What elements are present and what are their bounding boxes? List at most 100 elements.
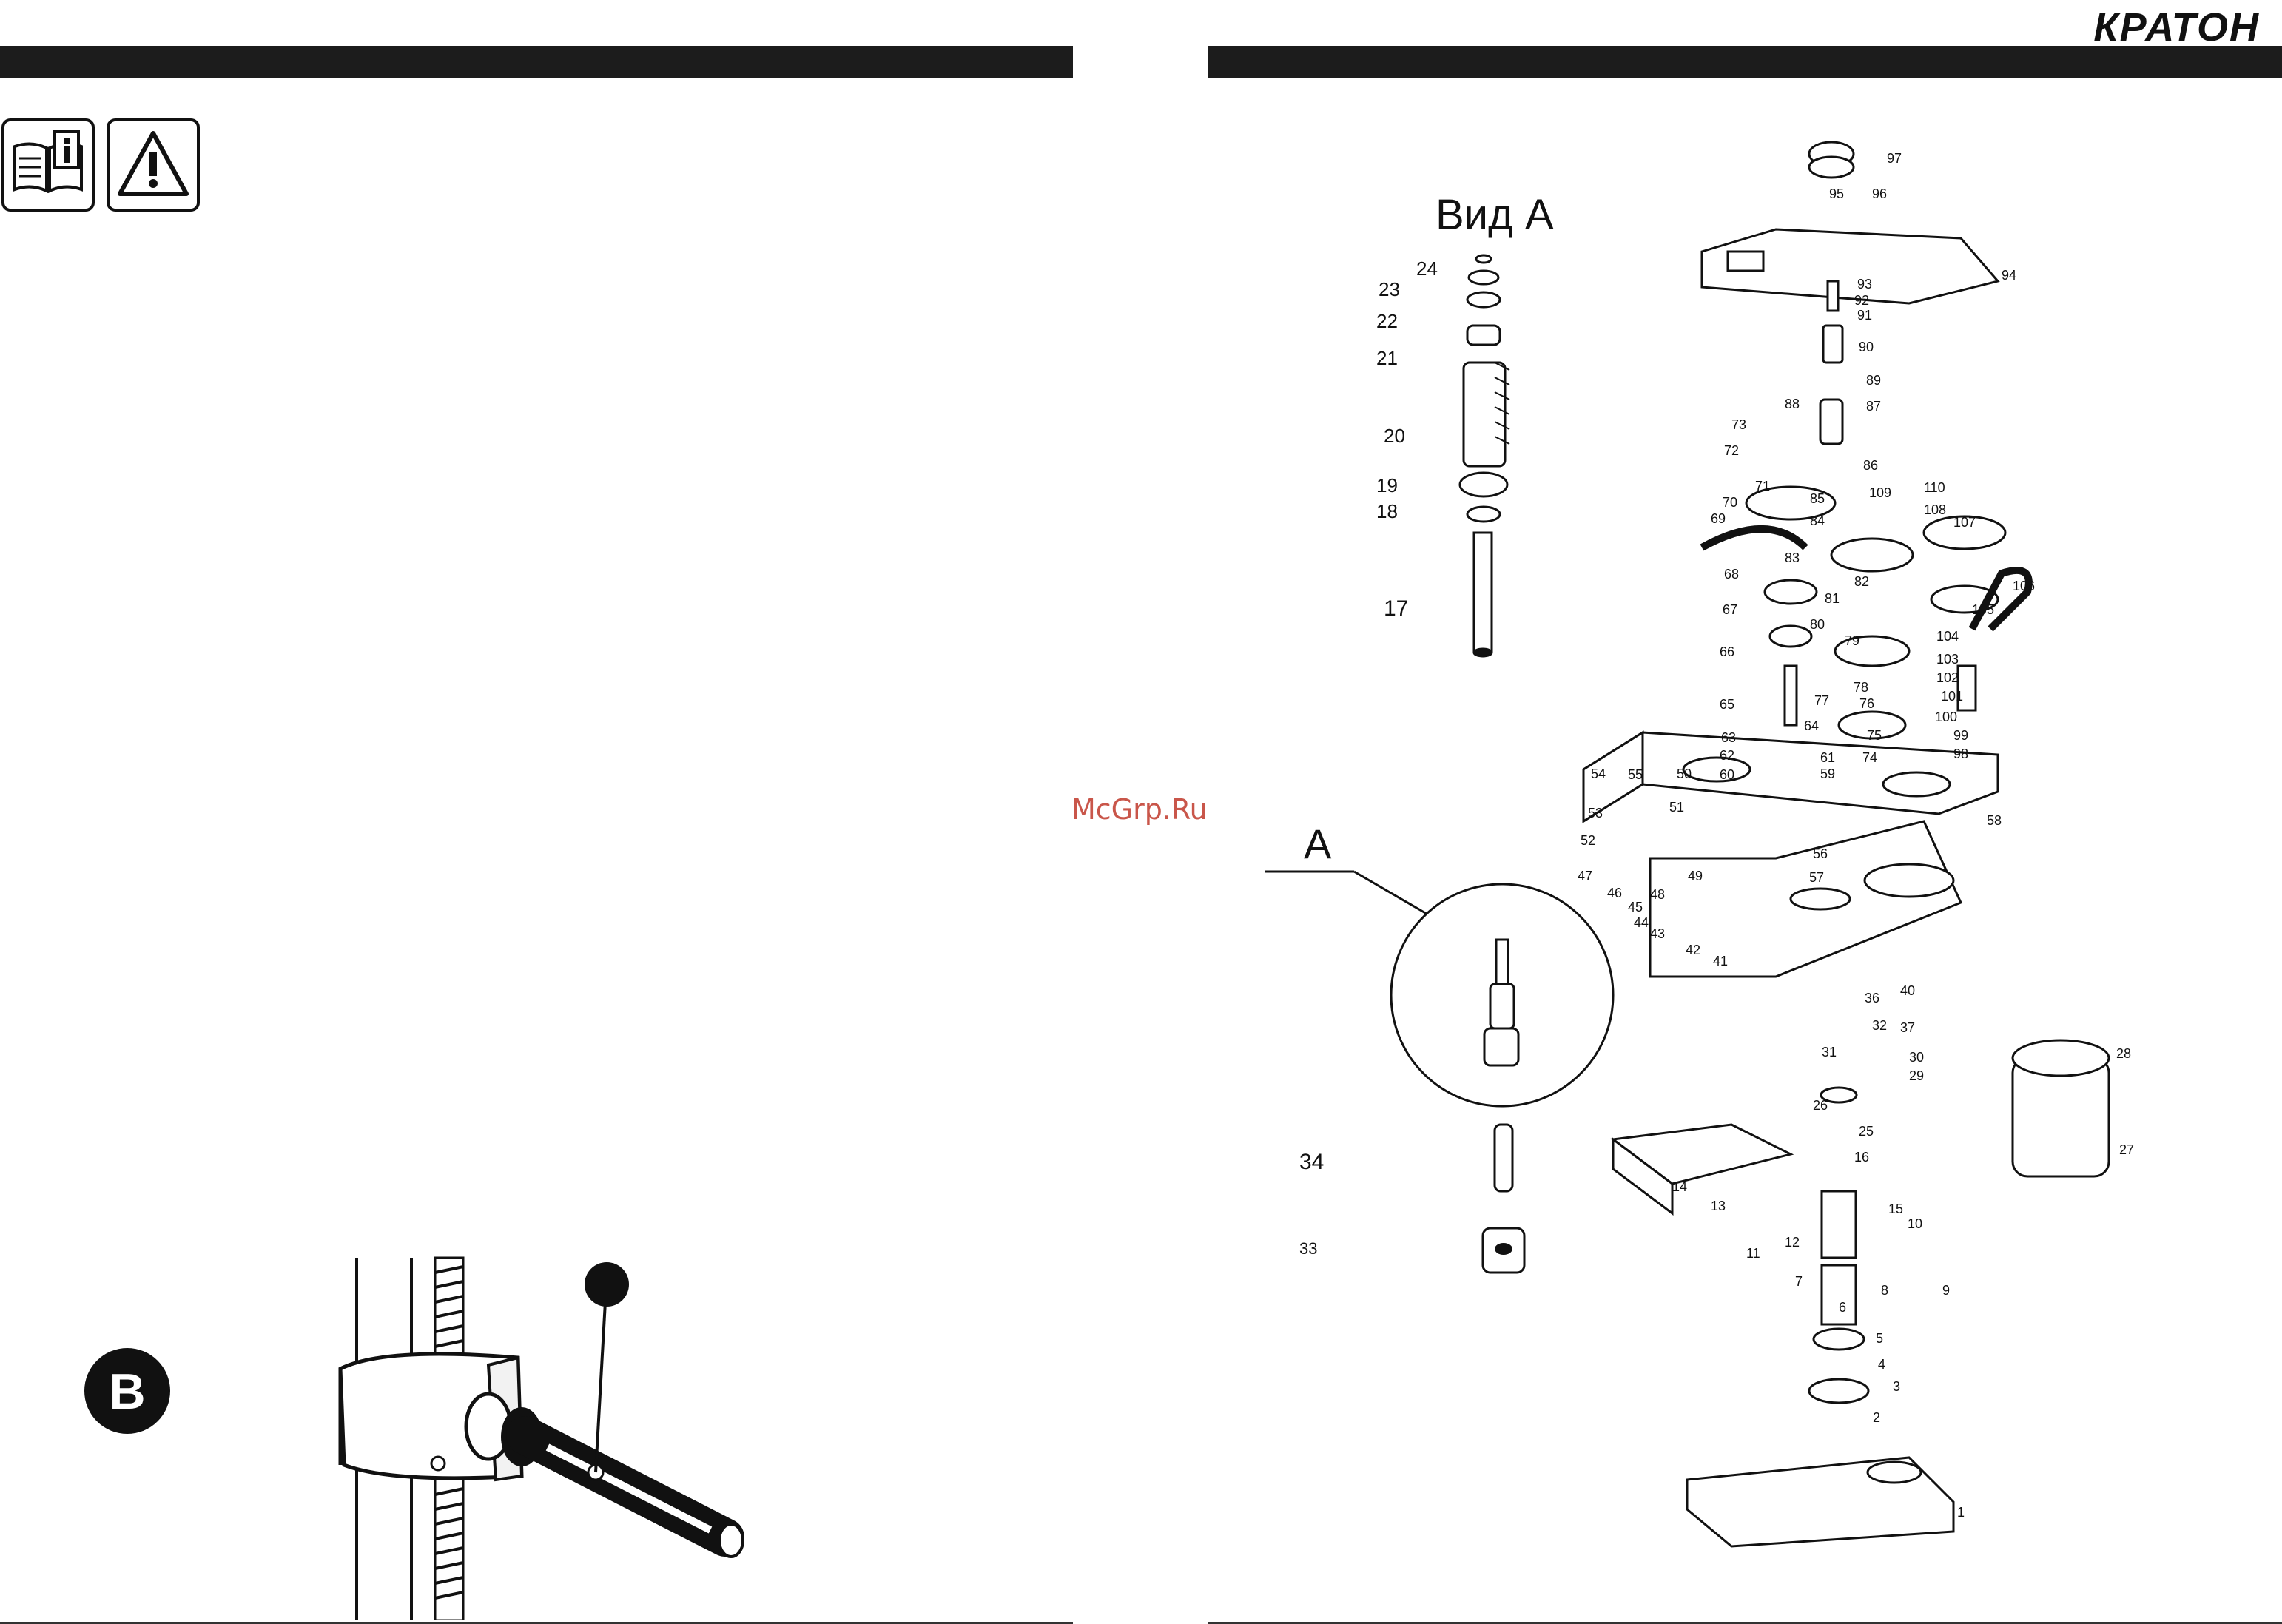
- right-header-bar: [1208, 46, 2282, 78]
- svg-text:57: 57: [1809, 870, 1824, 885]
- svg-text:15: 15: [1888, 1202, 1903, 1216]
- svg-text:55: 55: [1628, 767, 1643, 782]
- exploded-parts-diagram: Вид А A: [1265, 141, 2134, 1548]
- svg-text:40: 40: [1900, 983, 1915, 998]
- svg-text:58: 58: [1987, 813, 2002, 828]
- svg-text:27: 27: [2119, 1142, 2134, 1157]
- svg-text:42: 42: [1686, 943, 1700, 957]
- svg-text:81: 81: [1825, 591, 1840, 606]
- svg-text:68: 68: [1724, 567, 1739, 582]
- svg-text:59: 59: [1820, 766, 1835, 781]
- svg-text:46: 46: [1607, 886, 1622, 900]
- svg-text:87: 87: [1866, 399, 1881, 414]
- pointer-marker: [585, 1262, 629, 1307]
- svg-text:18: 18: [1376, 500, 1398, 522]
- svg-text:25: 25: [1859, 1124, 1874, 1139]
- svg-text:12: 12: [1785, 1235, 1800, 1250]
- svg-text:36: 36: [1865, 991, 1879, 1005]
- svg-text:45: 45: [1628, 900, 1643, 914]
- watermark-text: McGrp.Ru: [1071, 793, 1208, 826]
- svg-text:83: 83: [1785, 550, 1800, 565]
- svg-text:60: 60: [1720, 767, 1734, 782]
- svg-text:102: 102: [1936, 670, 1959, 685]
- svg-text:75: 75: [1867, 728, 1882, 743]
- svg-text:43: 43: [1650, 926, 1665, 941]
- svg-text:103: 103: [1936, 652, 1959, 667]
- svg-text:5: 5: [1876, 1331, 1883, 1346]
- svg-text:97: 97: [1887, 151, 1902, 166]
- svg-text:72: 72: [1724, 443, 1739, 458]
- svg-text:79: 79: [1845, 633, 1859, 648]
- svg-text:65: 65: [1720, 697, 1734, 712]
- svg-text:77: 77: [1814, 693, 1829, 708]
- svg-text:85: 85: [1810, 491, 1825, 506]
- svg-text:70: 70: [1723, 495, 1737, 510]
- svg-text:22: 22: [1376, 310, 1398, 332]
- svg-text:71: 71: [1755, 479, 1770, 493]
- svg-text:98: 98: [1953, 747, 1968, 761]
- svg-text:1: 1: [1957, 1505, 1965, 1520]
- svg-text:50: 50: [1677, 766, 1692, 781]
- svg-text:84: 84: [1810, 513, 1825, 528]
- svg-text:106: 106: [2013, 579, 2035, 593]
- svg-text:34: 34: [1299, 1150, 1324, 1174]
- svg-text:91: 91: [1857, 308, 1872, 323]
- view-a-title: Вид А: [1435, 191, 1554, 239]
- svg-text:53: 53: [1588, 806, 1603, 821]
- svg-text:66: 66: [1720, 644, 1734, 659]
- svg-text:89: 89: [1866, 373, 1881, 388]
- svg-text:49: 49: [1688, 869, 1703, 883]
- svg-text:47: 47: [1578, 869, 1592, 883]
- svg-text:88: 88: [1785, 397, 1800, 411]
- svg-text:99: 99: [1953, 728, 1968, 743]
- svg-text:52: 52: [1581, 833, 1595, 848]
- svg-text:37: 37: [1900, 1020, 1915, 1035]
- svg-text:86: 86: [1863, 458, 1878, 473]
- svg-text:105: 105: [1972, 602, 1994, 617]
- right-footer-rule: [1208, 1622, 2282, 1624]
- svg-text:92: 92: [1854, 293, 1869, 308]
- detail-label-a: A: [1304, 821, 1332, 867]
- svg-text:93: 93: [1857, 277, 1872, 292]
- svg-text:74: 74: [1862, 750, 1877, 765]
- svg-text:82: 82: [1854, 574, 1869, 589]
- svg-text:9: 9: [1942, 1283, 1950, 1298]
- svg-text:23: 23: [1379, 278, 1400, 300]
- svg-text:48: 48: [1650, 887, 1665, 902]
- svg-text:104: 104: [1936, 629, 1959, 644]
- svg-text:6: 6: [1839, 1300, 1846, 1315]
- svg-text:21: 21: [1376, 347, 1398, 369]
- left-header-bar: [0, 46, 1073, 78]
- manual-info-icon: [1, 118, 95, 212]
- svg-text:19: 19: [1376, 474, 1398, 496]
- svg-text:51: 51: [1669, 800, 1684, 815]
- svg-text:73: 73: [1731, 417, 1746, 432]
- svg-text:41: 41: [1713, 954, 1728, 968]
- svg-text:4: 4: [1878, 1357, 1885, 1372]
- svg-text:26: 26: [1813, 1098, 1828, 1113]
- svg-text:24: 24: [1416, 257, 1438, 280]
- svg-text:8: 8: [1881, 1283, 1888, 1298]
- svg-text:20: 20: [1384, 425, 1405, 447]
- svg-text:95: 95: [1829, 186, 1844, 201]
- svg-text:29: 29: [1909, 1068, 1924, 1083]
- svg-text:69: 69: [1711, 511, 1726, 526]
- svg-text:17: 17: [1384, 596, 1408, 621]
- figure-b-label: B: [109, 1364, 145, 1420]
- svg-text:90: 90: [1859, 340, 1874, 354]
- svg-text:2: 2: [1873, 1410, 1880, 1425]
- warning-icon: [107, 118, 200, 212]
- svg-text:109: 109: [1869, 485, 1891, 500]
- figure-b-illustration: B: [84, 1256, 744, 1620]
- left-footer-rule: [0, 1622, 1073, 1624]
- svg-text:11: 11: [1746, 1246, 1760, 1261]
- svg-text:63: 63: [1721, 730, 1736, 745]
- svg-text:108: 108: [1924, 502, 1946, 517]
- svg-text:7: 7: [1795, 1274, 1803, 1289]
- svg-text:64: 64: [1804, 718, 1819, 733]
- figure-b-badge: [84, 1348, 170, 1434]
- svg-text:32: 32: [1872, 1018, 1887, 1033]
- svg-text:110: 110: [1924, 480, 1945, 495]
- svg-text:96: 96: [1872, 186, 1887, 201]
- svg-text:14: 14: [1672, 1179, 1687, 1194]
